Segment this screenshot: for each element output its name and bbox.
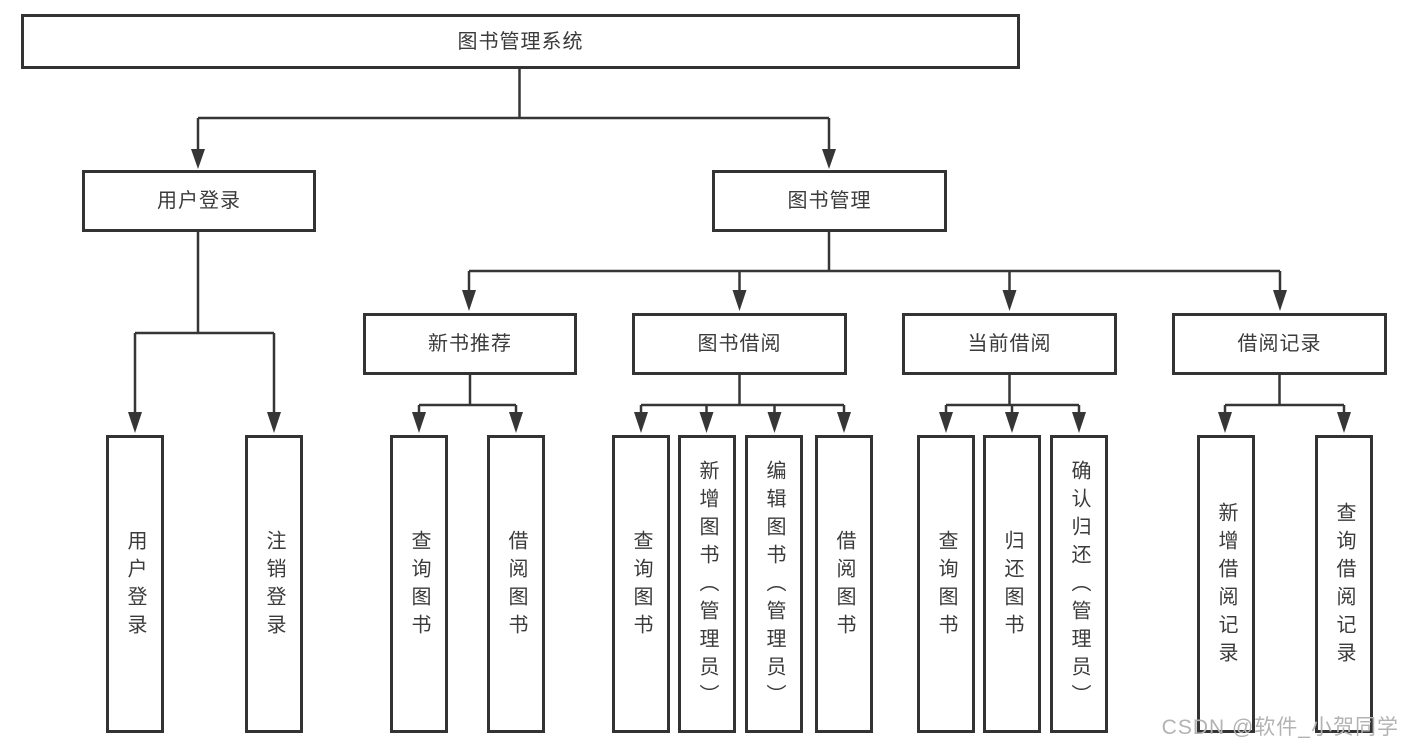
leaf-borrow-query-books: 查询图书 [612, 435, 670, 733]
node-current-borrowing: 当前借阅 [902, 313, 1117, 375]
leaf-edit-books-admin: 编辑图书（管理员） [745, 435, 803, 733]
leaf-rec-borrow-books: 借阅图书 [487, 435, 545, 733]
leaf-logout: 注销登录 [245, 435, 303, 733]
leaf-rec-query-books: 查询图书 [390, 435, 448, 733]
node-book-management: 图书管理 [712, 170, 947, 232]
leaf-add-books-admin: 新增图书（管理员） [678, 435, 736, 733]
leaf-borrow-books: 借阅图书 [815, 435, 873, 733]
leaf-user-login: 用户登录 [106, 435, 164, 733]
leaf-return-books: 归还图书 [983, 435, 1041, 733]
leaf-query-borrow-record: 查询借阅记录 [1315, 435, 1373, 733]
csdn-watermark: CSDN @软件_小贺同学 [1161, 716, 1399, 739]
node-borrowing-records: 借阅记录 [1172, 313, 1387, 375]
node-root-system: 图书管理系统 [21, 14, 1020, 69]
node-new-book-recommendation: 新书推荐 [363, 313, 577, 375]
node-book-borrowing: 图书借阅 [632, 313, 847, 375]
leaf-add-borrow-record: 新增借阅记录 [1197, 435, 1255, 733]
node-user-login: 用户登录 [82, 170, 316, 232]
leaf-current-query-books: 查询图书 [917, 435, 975, 733]
leaf-confirm-return-admin: 确认归还（管理员） [1050, 435, 1108, 733]
